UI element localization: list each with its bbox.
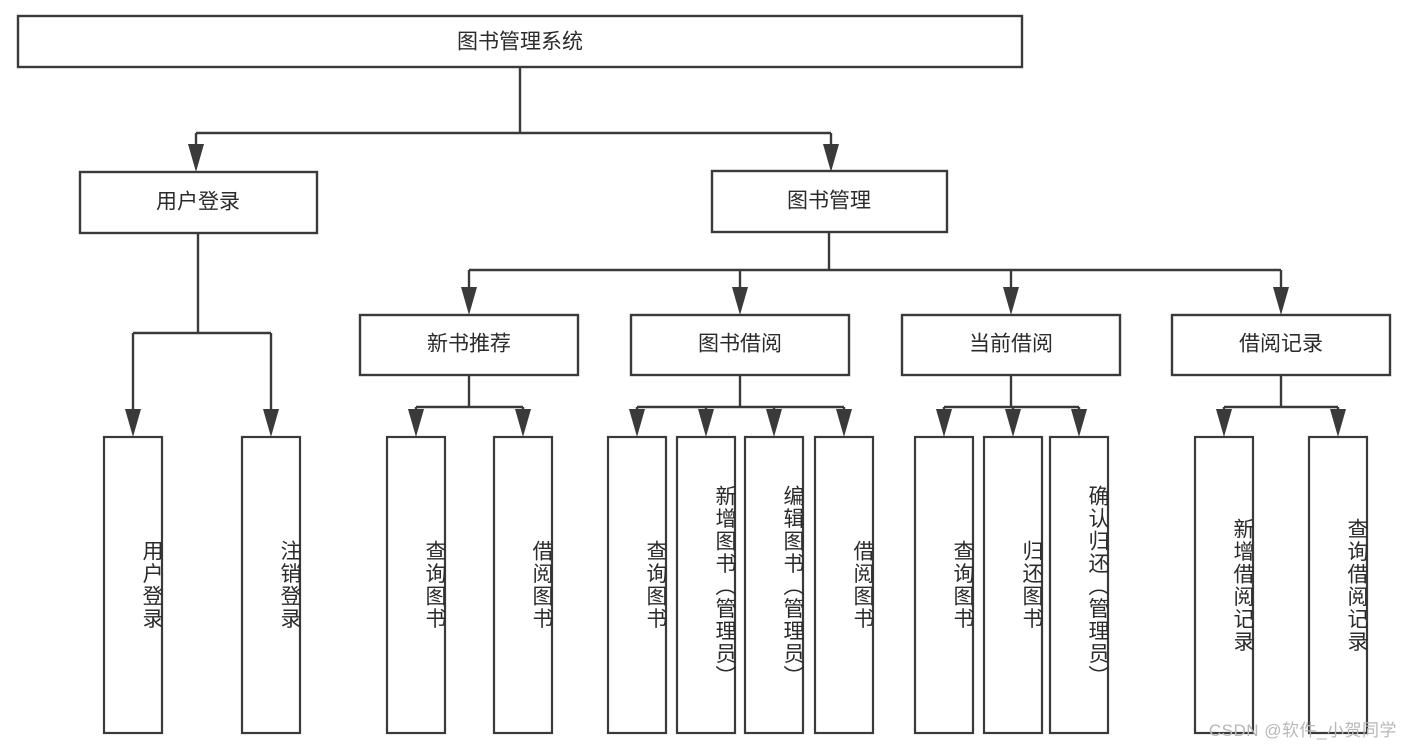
node-current-borrow-box[interactable] xyxy=(900,313,1122,377)
node-user-login-box[interactable] xyxy=(78,170,319,235)
node-user-login-label: 用户登录 xyxy=(156,191,240,214)
arrow-record-l1 xyxy=(1216,409,1232,437)
arrow-bm-c4 xyxy=(1273,287,1289,315)
edges-layer xyxy=(125,67,1346,437)
arrow-bm-c1 xyxy=(461,287,477,315)
node-leaf-logout-box[interactable] xyxy=(240,435,302,735)
arrow-login-l2 xyxy=(263,409,279,437)
node-leaf-query-record-box[interactable] xyxy=(1307,435,1369,735)
node-current-borrow-label: 当前借阅 xyxy=(969,333,1053,356)
node-book-management-label: 图书管理 xyxy=(787,190,871,213)
arrow-borrow-l2 xyxy=(698,409,714,437)
node-leaf-add-book-box[interactable] xyxy=(675,435,737,735)
node-leaf-borrow-book-box[interactable] xyxy=(813,435,875,735)
node-book-borrow-box[interactable] xyxy=(629,313,851,377)
arrow-current-l1 xyxy=(936,409,952,437)
arrow-borrow-l4 xyxy=(836,409,852,437)
nodes-layer: 图书管理系统 用户登录 图书管理 新书推荐 图书借阅 当前借阅 借阅记录 xyxy=(16,14,1392,735)
csdn-watermark: CSDN @软件_小贺同学 xyxy=(1208,721,1397,740)
node-borrow-record-box[interactable] xyxy=(1170,313,1392,377)
node-leaf-user-login-box[interactable] xyxy=(102,435,164,735)
node-leaf-borrow-book-rec-box[interactable] xyxy=(492,435,554,735)
node-leaf-query-book-current-box[interactable] xyxy=(913,435,975,735)
arrow-record-l2 xyxy=(1330,409,1346,437)
node-book-management-box[interactable] xyxy=(710,169,949,234)
arrow-rec-l1 xyxy=(408,409,424,437)
arrow-borrow-l1 xyxy=(629,409,645,437)
node-new-book-recommend-label: 新书推荐 xyxy=(427,333,511,356)
arrow-current-l3 xyxy=(1071,409,1087,437)
node-leaf-return-book-box[interactable] xyxy=(982,435,1044,735)
arrow-bm-c2 xyxy=(732,287,748,315)
node-root-box[interactable] xyxy=(16,14,1024,69)
arrow-root-to-bookmgmt xyxy=(823,144,839,172)
node-borrow-record-label: 借阅记录 xyxy=(1239,333,1323,356)
arrow-current-l2 xyxy=(1005,409,1021,437)
node-root-label: 图书管理系统 xyxy=(457,31,583,54)
node-leaf-edit-book-box[interactable] xyxy=(743,435,805,735)
arrow-login-l1 xyxy=(125,409,141,437)
node-leaf-add-record-box[interactable] xyxy=(1193,435,1255,735)
node-leaf-query-book-rec-box[interactable] xyxy=(385,435,447,735)
node-book-borrow-label: 图书借阅 xyxy=(698,333,782,356)
node-leaf-confirm-return-box[interactable] xyxy=(1048,435,1110,735)
arrow-root-to-login xyxy=(188,144,204,172)
node-leaf-query-book-borrow-box[interactable] xyxy=(606,435,668,735)
arrow-borrow-l3 xyxy=(766,409,782,437)
node-new-book-recommend-box[interactable] xyxy=(358,313,580,377)
arrow-bm-c3 xyxy=(1003,287,1019,315)
arrow-rec-l2 xyxy=(515,409,531,437)
